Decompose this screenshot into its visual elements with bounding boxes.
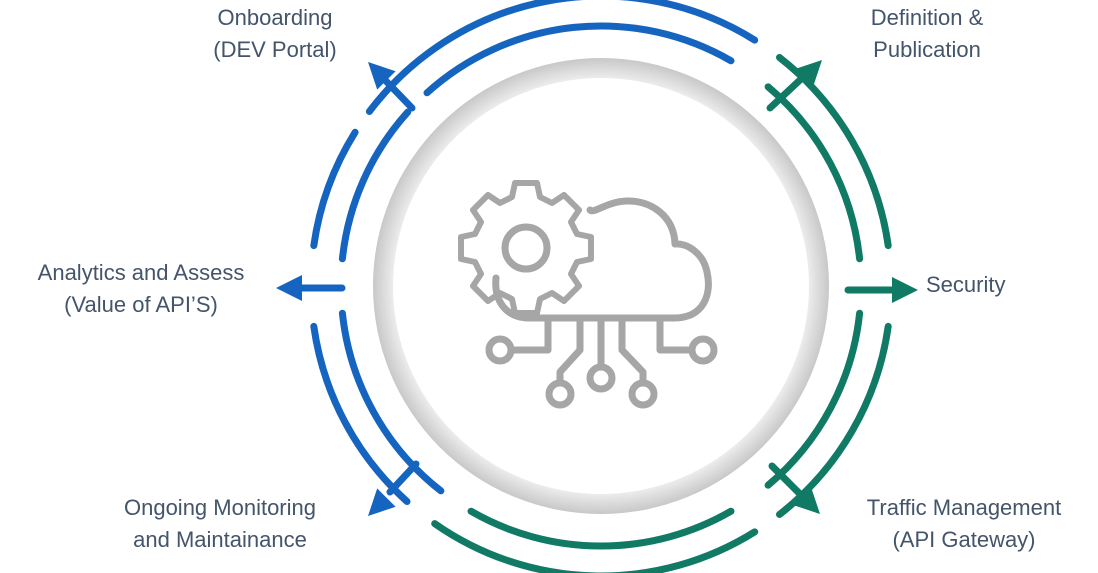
outer-arc-upper-left <box>310 128 359 250</box>
inner-arc-bottom <box>467 507 735 550</box>
arrow-analytics <box>276 275 302 301</box>
analytics-line2: (Value of API’S) <box>64 292 218 317</box>
center-disc <box>373 58 829 514</box>
definition-line2: Publication <box>873 37 981 62</box>
connector-definition <box>766 76 804 112</box>
cloud-gear-circuit-icon <box>458 180 718 409</box>
inner-arc-lower-left <box>338 309 445 495</box>
connector-monitoring <box>386 460 420 496</box>
outer-arc-top <box>365 0 759 115</box>
outer-arc-lower-left <box>310 322 411 505</box>
stage-label-monitoring: Ongoing Monitoring and Maintainance <box>80 492 360 556</box>
connector-onboarding <box>381 76 416 112</box>
inner-arc-lower-right <box>764 309 864 489</box>
stage-label-onboarding: Onboarding (DEV Portal) <box>175 2 375 66</box>
arrow-monitoring <box>368 488 396 516</box>
gear-icon <box>458 180 594 316</box>
stage-label-definition: Definition & Publication <box>827 2 1027 66</box>
stage-label-security: Security <box>926 269 1076 301</box>
monitoring-line1: Ongoing Monitoring <box>123 495 316 520</box>
cycle-arcs <box>276 0 918 573</box>
onboarding-line2: (DEV Portal) <box>213 37 337 62</box>
outer-arc-bottom <box>431 520 759 573</box>
onboarding-line1: Onboarding <box>217 5 333 30</box>
traffic-line2: (API Gateway) <box>892 527 1036 552</box>
arrow-onboarding <box>368 62 396 90</box>
definition-line1: Definition & <box>870 5 984 30</box>
outer-arc-upper-right <box>776 54 892 250</box>
analytics-line1: Analytics and Assess <box>37 260 245 285</box>
inner-arc-upper-right <box>764 83 864 263</box>
traffic-line1: Traffic Management <box>866 495 1062 520</box>
arrow-definition <box>794 60 822 88</box>
security-line1: Security <box>926 272 1006 297</box>
inner-arc-upper-left <box>338 108 412 263</box>
monitoring-line2: and Maintainance <box>133 527 307 552</box>
stage-label-analytics: Analytics and Assess (Value of API’S) <box>6 257 276 321</box>
circuit-lines <box>485 314 718 409</box>
inner-arc-top <box>423 22 735 97</box>
arrow-security <box>892 277 918 303</box>
arrow-traffic <box>792 486 820 514</box>
connector-traffic <box>768 462 804 498</box>
stage-label-traffic: Traffic Management (API Gateway) <box>830 492 1098 556</box>
